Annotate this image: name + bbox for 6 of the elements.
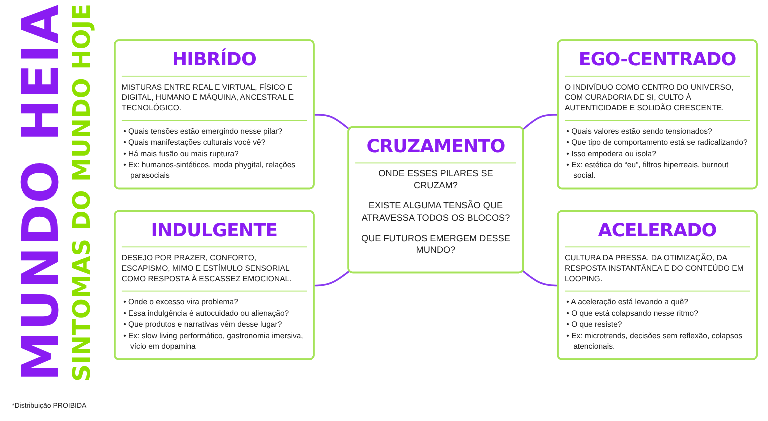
connector — [522, 114, 558, 130]
vertical-title: MUNDO HEIA — [16, 4, 66, 382]
connector — [314, 114, 350, 130]
vertical-subtitle: SINTOMAS DO MUNDO HOJE — [70, 4, 94, 382]
connector — [314, 270, 350, 287]
connector — [522, 270, 558, 287]
